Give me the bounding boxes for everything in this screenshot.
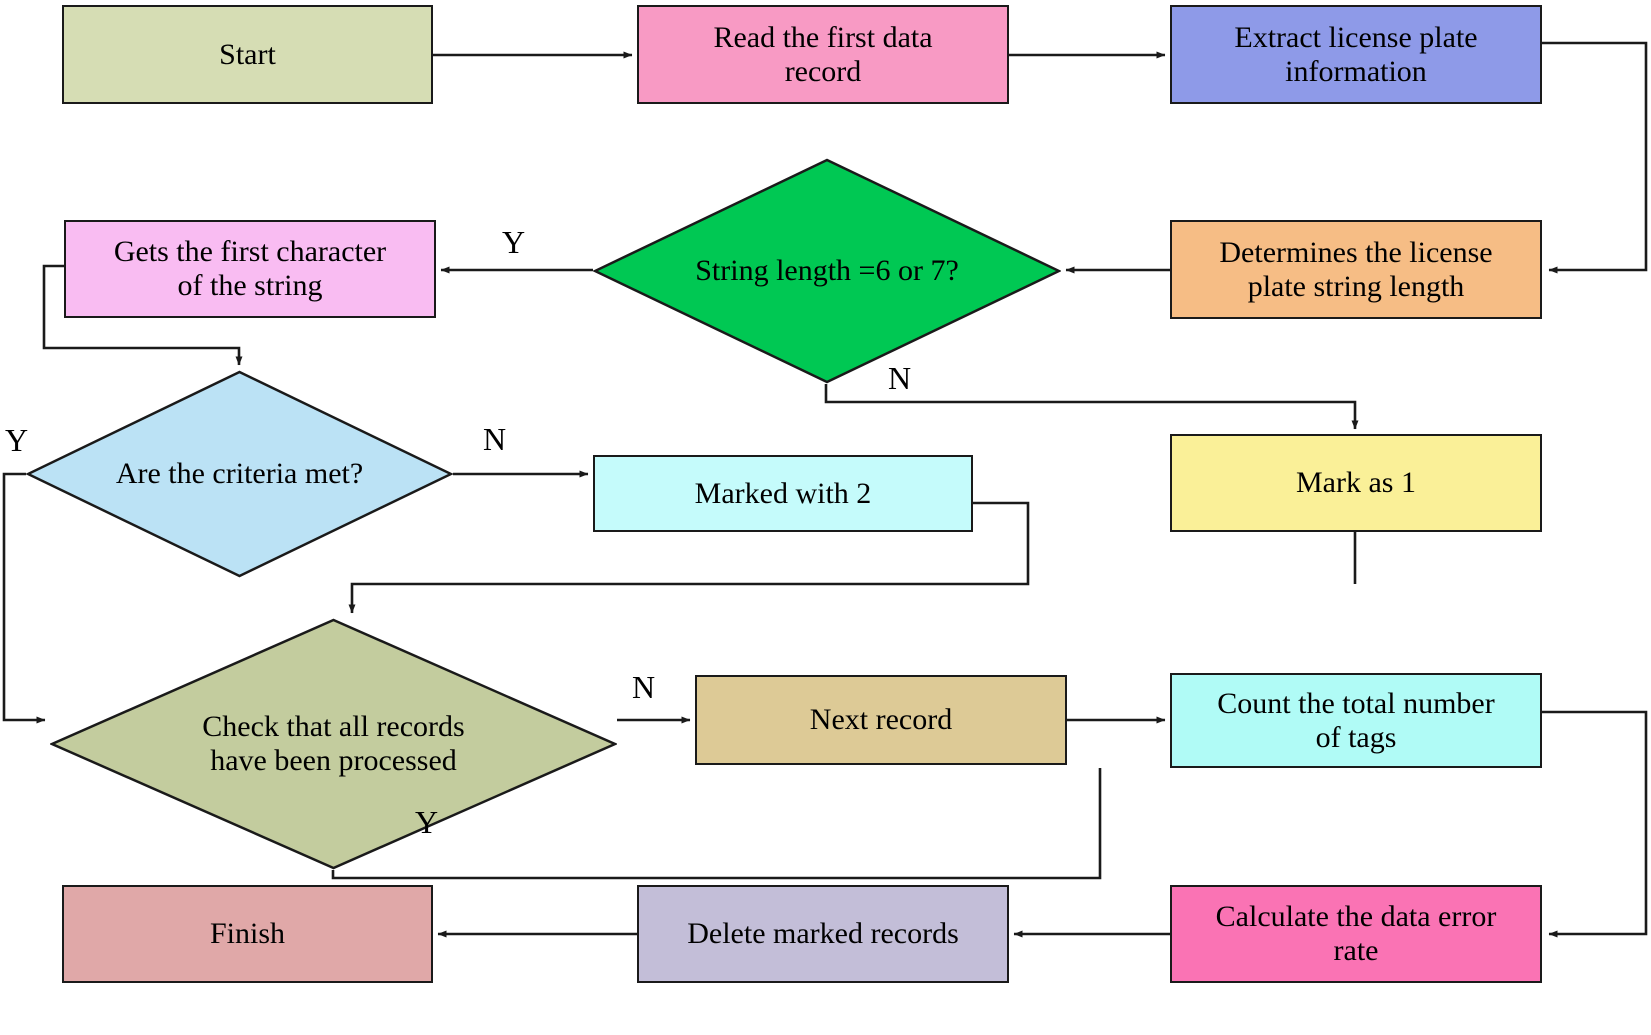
edge-label-label-length-yes: Y bbox=[502, 224, 526, 260]
node-all-records-check[interactable]: Check that all records have been process… bbox=[50, 618, 617, 870]
node-next-record[interactable]: Next record bbox=[695, 675, 1067, 765]
node-label-finish: Finish bbox=[209, 917, 286, 951]
node-determine-length[interactable]: Determines the license plate string leng… bbox=[1170, 220, 1542, 319]
diamond-shape-length-check bbox=[593, 158, 1061, 384]
edge-count-to-calc bbox=[1542, 710, 1648, 938]
node-label-next-record: Next record bbox=[809, 703, 953, 737]
node-label-calc-error-rate: Calculate the data error rate bbox=[1215, 900, 1497, 967]
node-mark-as-1[interactable]: Mark as 1 bbox=[1170, 434, 1542, 532]
node-label-delete-marked: Delete marked records bbox=[687, 917, 959, 951]
node-delete-marked[interactable]: Delete marked records bbox=[637, 885, 1009, 983]
edge-extract-to-determine bbox=[1542, 41, 1648, 274]
edge-label-label-length-no: N bbox=[888, 360, 912, 396]
node-finish[interactable]: Finish bbox=[62, 885, 433, 983]
node-label-determine-length: Determines the license plate string leng… bbox=[1219, 235, 1493, 303]
node-count-tags[interactable]: Count the total number of tags bbox=[1170, 673, 1542, 768]
node-extract-plate-info[interactable]: Extract license plate information bbox=[1170, 5, 1542, 104]
node-label-length-check: String length =6 or 7? bbox=[695, 254, 959, 288]
node-label-mark-as-1: Mark as 1 bbox=[1296, 466, 1416, 500]
node-label-extract-plate-info: Extract license plate information bbox=[1234, 20, 1478, 88]
node-marked-with-2[interactable]: Marked with 2 bbox=[593, 455, 973, 532]
node-label-start: Start bbox=[219, 37, 276, 71]
node-label-all-records-check: Check that all records have been process… bbox=[202, 710, 465, 777]
node-calc-error-rate[interactable]: Calculate the data error rate bbox=[1170, 885, 1542, 983]
node-label-get-first-char: Gets the first character of the string bbox=[113, 235, 387, 302]
node-label-marked-with-2: Marked with 2 bbox=[694, 476, 872, 510]
diamond-shape-criteria-check bbox=[26, 370, 453, 578]
node-label-read-first-record: Read the first data record bbox=[713, 20, 933, 88]
node-length-check[interactable]: String length =6 or 7? bbox=[593, 158, 1061, 384]
node-read-first-record[interactable]: Read the first data record bbox=[637, 5, 1009, 104]
edge-label-label-criteria-no: N bbox=[483, 421, 507, 457]
node-get-first-char[interactable]: Gets the first character of the string bbox=[64, 220, 436, 318]
node-criteria-check[interactable]: Are the criteria met? bbox=[26, 370, 453, 578]
edge-label-label-check-no: N bbox=[632, 669, 656, 705]
node-start[interactable]: Start bbox=[62, 5, 433, 104]
node-label-count-tags: Count the total number of tags bbox=[1217, 686, 1495, 754]
edge-label-label-check-yes: Y bbox=[415, 804, 439, 840]
edge-label-label-criteria-yes: Y bbox=[5, 422, 29, 458]
node-label-criteria-check: Are the criteria met? bbox=[115, 457, 364, 491]
